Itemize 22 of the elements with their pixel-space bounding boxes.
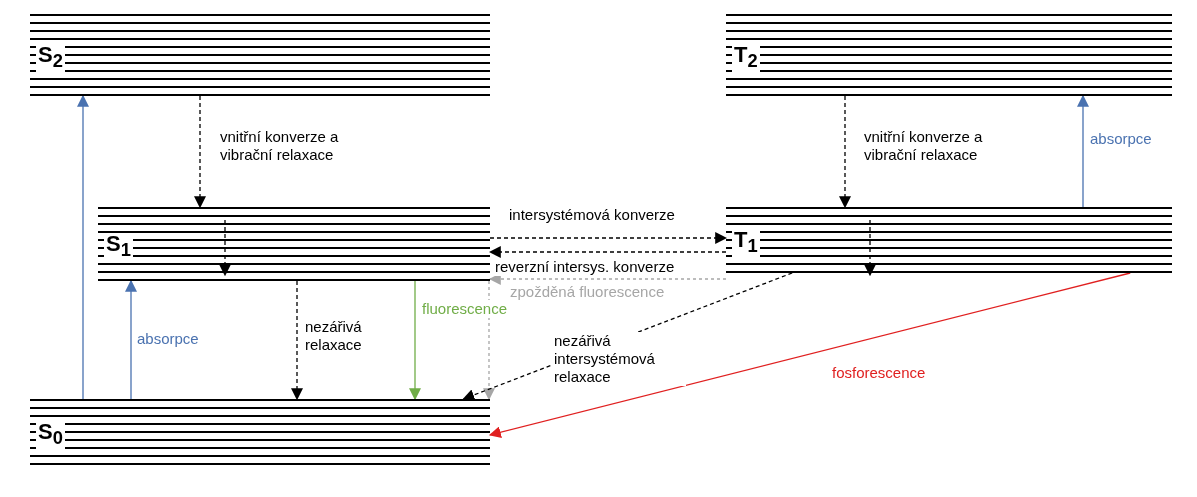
arrow [409,280,421,401]
arrow [488,246,727,258]
edge-label: nezářivá intersystémová relaxace [552,332,686,386]
arrow [488,272,1131,439]
arrow [125,279,137,400]
state-label: S$_{0}$ [36,421,65,450]
arrow [1077,94,1089,208]
edge-label: zpožděná fluorescence [508,283,667,301]
edge-label: reverzní intersys. konverze [493,258,677,276]
arrow [291,280,303,401]
edge-label: absorpce [1088,130,1154,148]
arrow [483,280,495,401]
arrow [839,95,851,209]
state-label: S$_{2}$ [36,44,65,73]
arrow [194,95,206,209]
state-label: T$_{1}$ [732,229,760,258]
edge-label: absorpce [135,330,201,348]
edge-label: fluorescence [420,300,510,318]
arrow [77,94,89,400]
arrow [489,232,728,244]
edge-label: intersystémová konverze [507,206,677,224]
state-label: T$_{2}$ [732,44,760,73]
